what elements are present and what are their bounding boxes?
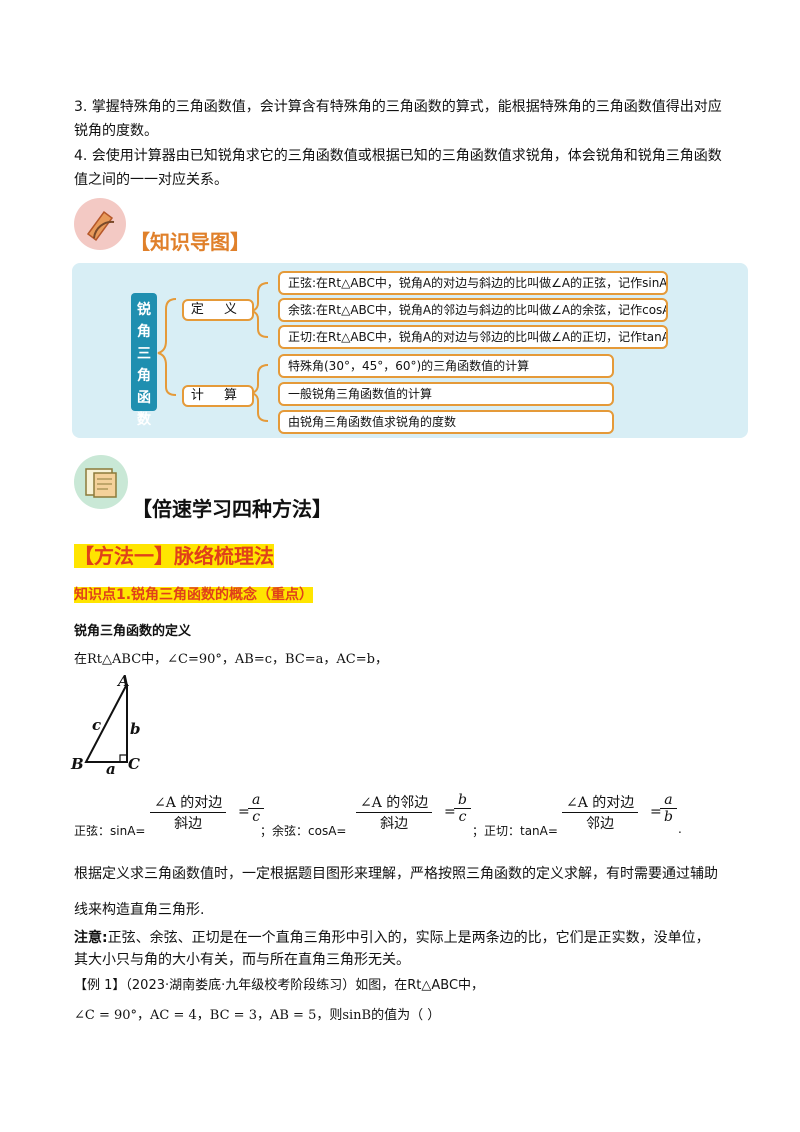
map-root: 锐角三角函数 xyxy=(131,293,157,428)
cos-label: ；余弦：cosA= xyxy=(260,824,347,838)
goal-3-line1: 3. 掌握特殊角的三角函数值，会计算含有特殊角的三角函数的算式，能根据特殊角的三… xyxy=(74,99,722,115)
triangle-shape xyxy=(84,683,128,763)
side-c-label: c xyxy=(92,716,102,734)
map-root-label: 锐角三角函数 xyxy=(137,302,151,428)
map-category-definition: 定 义 xyxy=(182,299,254,321)
map-category-calculation: 计 算 xyxy=(182,385,254,407)
sin-numerator: ∠A 的对边 xyxy=(150,792,227,813)
sin-ratio-den: c xyxy=(252,809,261,825)
goal-4-line1: 4. 会使用计算器由已知锐角求它的三角函数值或根据已知的三角函数值求锐角，体会锐… xyxy=(74,148,722,164)
kp1-label: 知识点1.锐角三角函数的概念（重点） xyxy=(74,587,314,603)
goal-4-line2: 值之间的一一对应关系。 xyxy=(74,172,228,188)
method1-label: 【方法一】脉络梳理法 xyxy=(74,544,274,568)
tan-ratio-den: b xyxy=(664,809,673,825)
cos-ratio-num: b xyxy=(454,792,471,809)
note: 注意:正弦、余弦、正切是在一个直角三角形中引入的，实际上是两条边的比，它们是正实… xyxy=(74,928,754,970)
ruler-compass-icon xyxy=(74,198,126,250)
note-line1: 正弦、余弦、正切是在一个直角三角形中引入的，实际上是两条边的比，它们是正实数，没… xyxy=(107,930,710,946)
map-node-general-angles: 一般锐角三角函数值的计算 xyxy=(278,382,614,406)
map-node-special-angles: 特殊角(30°，45°，60°)的三角函数值的计算 xyxy=(278,354,614,378)
example-line2: ∠C = 90°，AC = 4，BC = 3，AB = 5，则sinB的值为（ … xyxy=(74,1008,441,1023)
definition-title: 锐角三角函数的定义 xyxy=(74,624,192,639)
example-line1: 【例 1】（2023·湖南娄底·九年级校考阶段练习）如图，在Rt△ABC中， xyxy=(74,978,485,993)
tan-fraction: ∠A 的对边 邻边 xyxy=(562,792,639,833)
sin-denominator: 斜边 xyxy=(174,816,203,832)
explanation: 根据定义求三角函数值时，一定根据题目图形来理解，严格按照三角函数的定义求解，有时… xyxy=(74,864,754,920)
explanation-line2: 线来构造直角三角形. xyxy=(74,902,205,918)
sin-label: 正弦：sinA= xyxy=(74,824,146,838)
sin-fraction: ∠A 的对边 斜边 xyxy=(150,792,227,833)
example-1: 【例 1】（2023·湖南娄底·九年级校考阶段练习）如图，在Rt△ABC中， ∠… xyxy=(74,976,754,1026)
vertex-B-label: B xyxy=(71,755,84,773)
note-line2: 其大小只与角的大小有关，而与所在直角三角形无关。 xyxy=(74,952,410,968)
note-label: 注意: xyxy=(74,930,108,946)
map-node-sine: 正弦:在Rt△ABC中，锐角A的对边与斜边的比叫做∠A的正弦，记作sinA xyxy=(278,271,668,295)
side-b-label: b xyxy=(130,720,141,738)
notebook-icon xyxy=(74,455,128,509)
tan-numerator: ∠A 的对边 xyxy=(562,792,639,813)
tan-ratio-num: a xyxy=(660,792,677,809)
given-conditions: 在Rt△ABC中，∠C=90°，AB=c，BC=a，AC=b， xyxy=(74,652,388,667)
cos-denominator: 斜边 xyxy=(380,816,409,832)
method1-title: 【方法一】脉络梳理法 xyxy=(74,540,274,569)
cos-fraction: ∠A 的邻边 斜边 xyxy=(356,792,433,833)
side-a-label: a xyxy=(106,760,116,778)
goal-item-4: 4. 会使用计算器由已知锐角求它的三角函数值或根据已知的三角函数值求锐角，体会锐… xyxy=(74,146,734,190)
sin-ratio: a c xyxy=(248,792,265,825)
knowledge-map: 锐角三角函数 定 义 计 算 正弦:在Rt△ABC中，锐角A的对边与斜边的比叫做… xyxy=(72,263,748,438)
map-node-tangent: 正切:在Rt△ABC中，锐角A的对边与邻边的比叫做∠A的正切，记作tanA xyxy=(278,325,668,349)
knowledge-map-heading: 【知识导图】 xyxy=(130,230,250,254)
map-node-inverse: 由锐角三角函数值求锐角的度数 xyxy=(278,410,614,434)
cos-ratio-den: c xyxy=(458,809,467,825)
goal-3-line2: 锐角的度数。 xyxy=(74,123,158,139)
right-triangle-figure xyxy=(84,683,128,763)
methods-heading: 【倍速学习四种方法】 xyxy=(132,497,332,521)
tan-denominator: 邻边 xyxy=(586,816,615,832)
explanation-line1: 根据定义求三角函数值时，一定根据题目图形来理解，严格按照三角函数的定义求解，有时… xyxy=(74,866,718,882)
formula-end: . xyxy=(678,822,682,836)
vertex-A-label: A xyxy=(118,672,130,690)
map-node-cosine: 余弦:在Rt△ABC中，锐角A的邻边与斜边的比叫做∠A的余弦，记作cosA xyxy=(278,298,668,322)
cos-ratio: b c xyxy=(454,792,471,825)
sin-ratio-num: a xyxy=(248,792,265,809)
tan-label: ；正切：tanA= xyxy=(472,824,558,838)
knowledge-point-1: 知识点1.锐角三角函数的概念（重点） xyxy=(74,584,314,604)
trig-formulas: 正弦：sinA= ∠A 的对边 斜边 = a c ；余弦：cosA= ∠A 的邻… xyxy=(74,792,682,838)
goal-item-3: 3. 掌握特殊角的三角函数值，会计算含有特殊角的三角函数的算式，能根据特殊角的三… xyxy=(74,97,734,141)
right-angle-mark xyxy=(119,754,127,762)
cos-numerator: ∠A 的邻边 xyxy=(356,792,433,813)
vertex-C-label: C xyxy=(128,755,140,773)
tan-ratio: a b xyxy=(660,792,677,825)
